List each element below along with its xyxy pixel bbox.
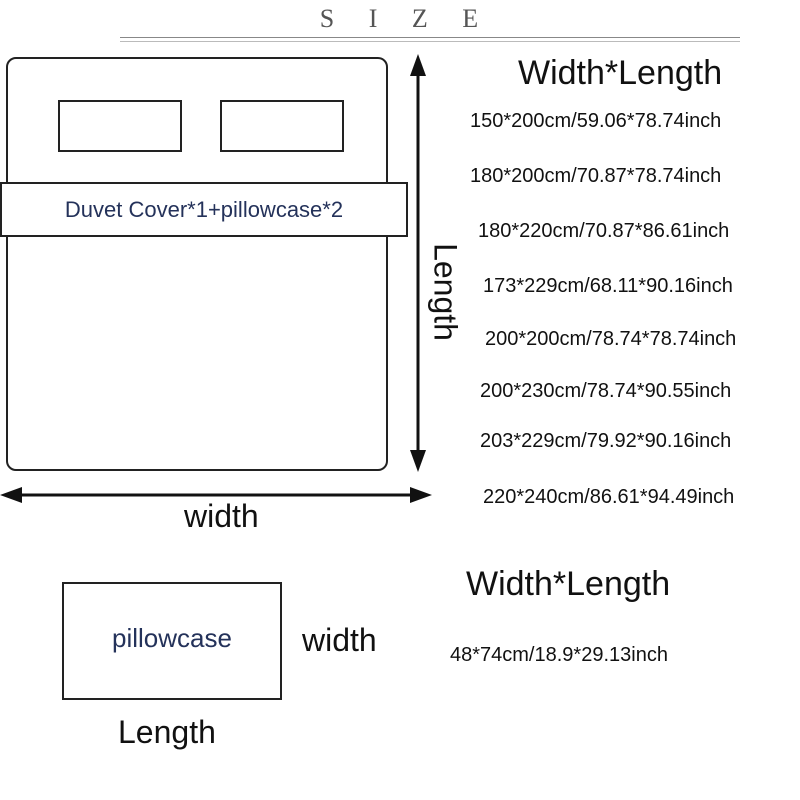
pillow-left bbox=[58, 100, 182, 152]
pillow-right bbox=[220, 100, 344, 152]
size-item: 180*200cm/70.87*78.74inch bbox=[470, 165, 722, 187]
length-arrow bbox=[410, 54, 426, 472]
pillowcase-outline: pillowcase bbox=[62, 582, 282, 700]
size-item: 180*220cm/70.87*86.61inch bbox=[478, 220, 730, 242]
size-item: 173*229cm/68.11*90.16inch bbox=[483, 275, 733, 297]
size-item: 203*229cm/79.92*90.16inch bbox=[480, 430, 732, 452]
duvet-size-header: Width*Length bbox=[518, 54, 723, 92]
pillowcase-size: 48*74cm/18.9*29.13inch bbox=[450, 644, 668, 666]
size-item: 200*200cm/78.74*78.74inch bbox=[485, 328, 737, 350]
size-item: 200*230cm/78.74*90.55inch bbox=[480, 380, 732, 402]
title-divider bbox=[120, 37, 740, 42]
width-label: width bbox=[184, 498, 259, 534]
bed-outline bbox=[6, 57, 388, 471]
size-item: 220*240cm/86.61*94.49inch bbox=[483, 486, 735, 508]
duvet-cover-label: Duvet Cover*1+pillowcase*2 bbox=[0, 182, 408, 237]
width-arrow bbox=[0, 487, 432, 503]
pillowcase-label: pillowcase bbox=[112, 622, 232, 653]
size-title: S I Z E bbox=[319, 4, 493, 33]
size-item: 150*200cm/59.06*78.74inch bbox=[470, 110, 722, 132]
pillowcase-width-label: width bbox=[302, 622, 377, 658]
pillowcase-size-header: Width*Length bbox=[466, 565, 671, 603]
pillowcase-length-label: Length bbox=[118, 714, 216, 750]
length-label: Length bbox=[427, 243, 464, 341]
